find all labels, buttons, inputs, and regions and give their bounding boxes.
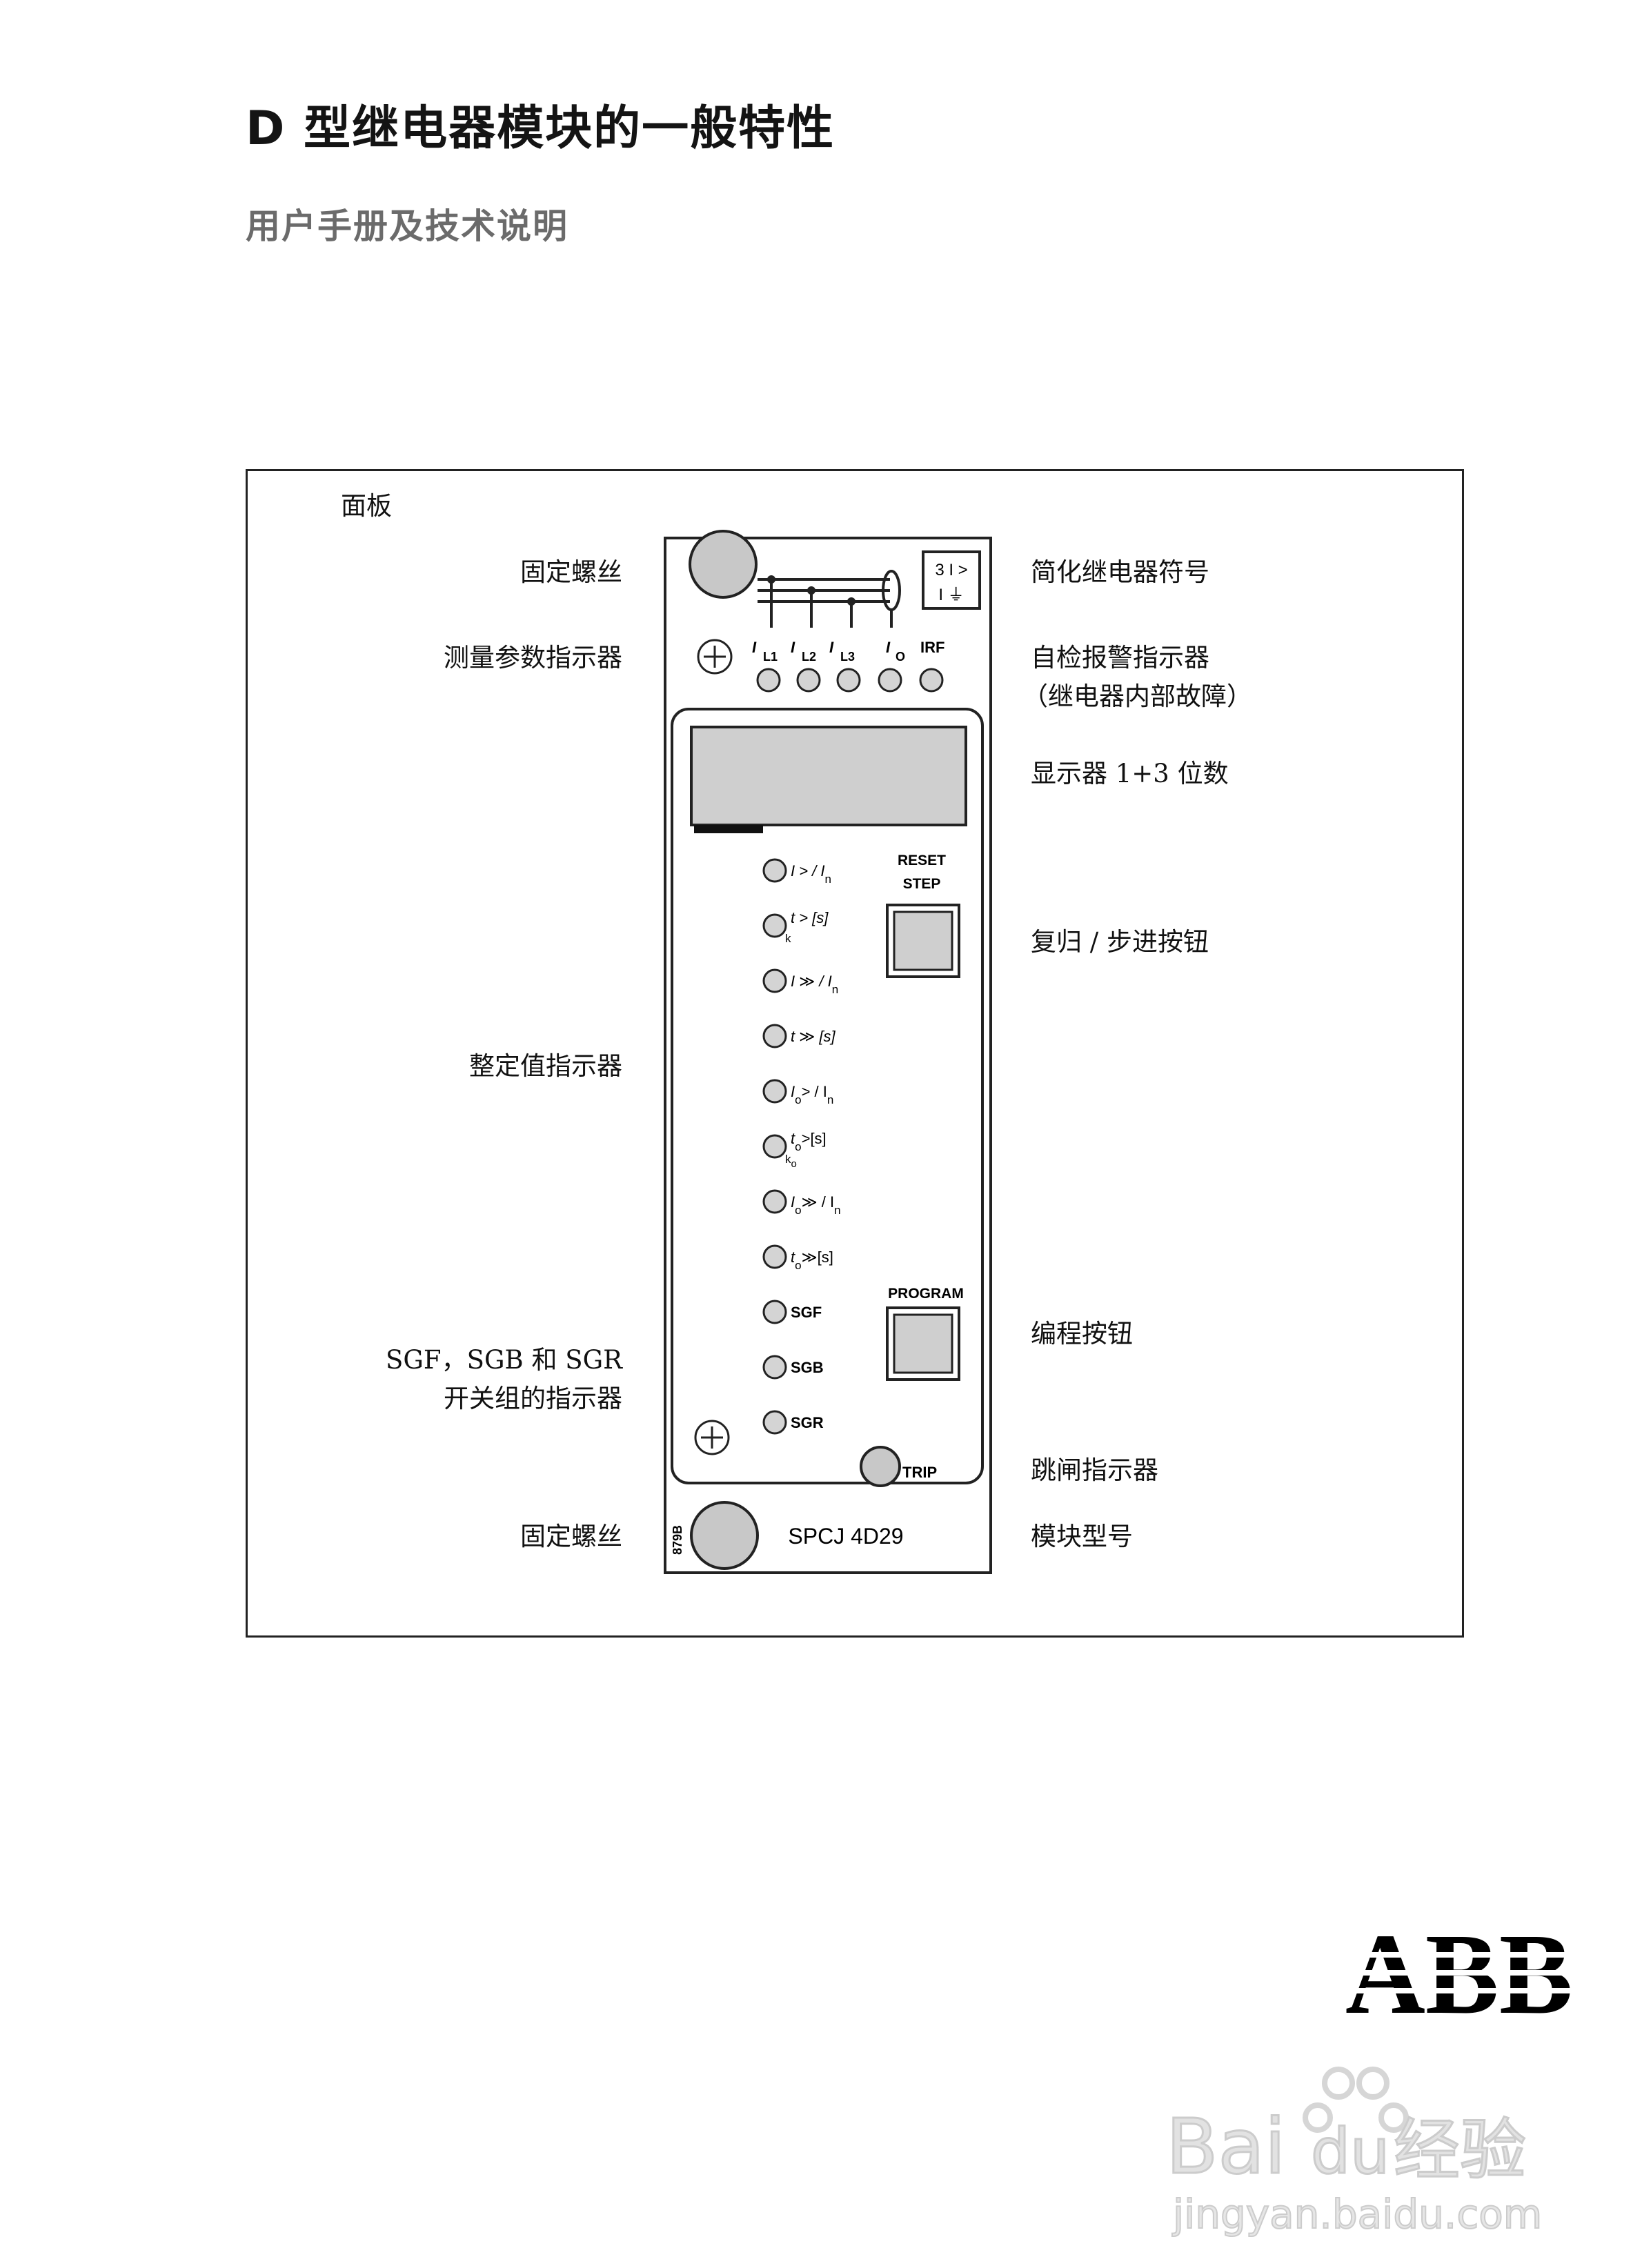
meas-label-4: L2 <box>802 650 816 664</box>
abb-logo: ABB <box>1342 1924 1576 2020</box>
meas-label-2: L1 <box>763 650 778 664</box>
fixing-screw-top-icon <box>689 530 758 599</box>
svg-text:jingyan.baidu.com: jingyan.baidu.com <box>1171 2191 1542 2238</box>
meas-label-7: I <box>886 639 891 656</box>
switch-group-labels: SGF SGB SGR <box>791 1304 824 1431</box>
panel-inner <box>671 708 984 1484</box>
figure-frame <box>246 469 1464 1638</box>
label-relay-symbol: 简化继电器符号 <box>1031 557 1209 587</box>
label-fixing-screw-bottom: 固定螺丝 <box>520 1522 622 1551</box>
svg-text:t ≫ [s]: t ≫ [s] <box>791 1028 835 1045</box>
meas-label-5: I <box>829 639 834 656</box>
label-reset-button: 复归 / 步进按钮 <box>1031 927 1209 957</box>
label-measured-indicator: 测量参数指示器 <box>444 643 622 673</box>
meas-label-8: O <box>896 650 905 664</box>
svg-text:经验: 经验 <box>1394 2111 1526 2189</box>
led-irf-icon <box>919 668 944 693</box>
figure-caption: 面板 <box>341 491 392 521</box>
svg-text:I ≫ / In: I ≫ / In <box>791 973 838 996</box>
label-sg-indicator-line2: 开关组的指示器 <box>444 1384 622 1413</box>
relay-symbol-box <box>922 550 981 610</box>
led-l2-icon <box>796 668 821 693</box>
model-number: SPCJ 4D29 <box>788 1524 903 1549</box>
relay-panel: 3 I > I ⏚ I L1 I L2 I L3 I O IRF <box>664 530 992 1574</box>
label-setting-indicator: 整定值指示器 <box>469 1051 622 1081</box>
label-fixing-screw-top: 固定螺丝 <box>520 557 622 587</box>
page-title: D 型继电器模块的一般特性 <box>246 101 835 156</box>
fixing-screw-bottom-icon <box>690 1501 759 1570</box>
baidu-watermark: Bai du 经验 jingyan.baidu.com <box>1166 2067 1543 2238</box>
crosshair-screw-top-icon <box>697 639 733 675</box>
trip-label: TRIP <box>902 1464 937 1481</box>
svg-text:to>[s]: to>[s] <box>791 1130 827 1153</box>
meas-label-6: L3 <box>840 650 855 664</box>
label-program-button: 编程按钮 <box>1031 1319 1133 1349</box>
svg-text:t > [s]: t > [s] <box>791 909 829 926</box>
label-display: 显示器 1+3 位数 <box>1031 759 1229 788</box>
reset-label: RESET <box>898 853 946 868</box>
led-l1-icon <box>756 668 781 693</box>
trip-led-icon <box>860 1446 901 1487</box>
meas-label-3: I <box>791 639 795 656</box>
meas-label-9: IRF <box>920 639 944 656</box>
setting-leds <box>762 858 787 1435</box>
svg-text:ko: ko <box>785 1153 797 1170</box>
display-underline <box>694 825 763 833</box>
relay-symbol-line1: 3 I > <box>935 561 967 579</box>
page-subtitle: 用户手册及技术说明 <box>246 206 568 246</box>
step-label: STEP <box>903 876 941 892</box>
svg-text:Io> / In: Io> / In <box>791 1083 833 1106</box>
svg-text:to≫[s]: to≫[s] <box>791 1249 833 1272</box>
svg-text:SGR: SGR <box>791 1414 824 1431</box>
svg-text:k: k <box>785 932 791 945</box>
svg-text:Bai: Bai <box>1166 2102 1285 2191</box>
paw-icon <box>1303 2067 1409 2133</box>
relay-symbol-line2: I ⏚ <box>938 586 964 604</box>
led-l3-icon <box>836 668 861 693</box>
serial-number: 879B <box>671 1525 684 1555</box>
meas-label-1: I <box>752 639 757 656</box>
label-trip-indicator: 跳闸指示器 <box>1031 1455 1158 1485</box>
label-sg-indicator-line1: SGF，SGB 和 SGR <box>386 1345 622 1375</box>
svg-text:I > / In: I > / In <box>791 862 831 886</box>
measurement-leds <box>756 668 944 693</box>
setting-labels: I > / In t > [s] k I ≫ / In t ≫ [s] Io> … <box>785 862 841 1272</box>
crosshair-screw-bottom-icon <box>694 1420 730 1455</box>
measurement-labels: I L1 I L2 I L3 I O IRF <box>752 639 944 664</box>
label-irf-line2: （继电器内部故障） <box>1022 682 1252 711</box>
label-irf-line1: 自检报警指示器 <box>1031 643 1209 673</box>
busbar-schematic-icon <box>758 570 901 628</box>
led-io-icon <box>878 668 902 693</box>
svg-text:SGB: SGB <box>791 1359 824 1376</box>
svg-text:Io≫ / In: Io≫ / In <box>791 1193 841 1217</box>
label-module-type: 模块型号 <box>1031 1522 1133 1551</box>
program-label: PROGRAM <box>888 1286 964 1302</box>
digital-display <box>690 726 967 826</box>
svg-text:du: du <box>1311 2116 1389 2188</box>
svg-text:SGF: SGF <box>791 1304 822 1321</box>
